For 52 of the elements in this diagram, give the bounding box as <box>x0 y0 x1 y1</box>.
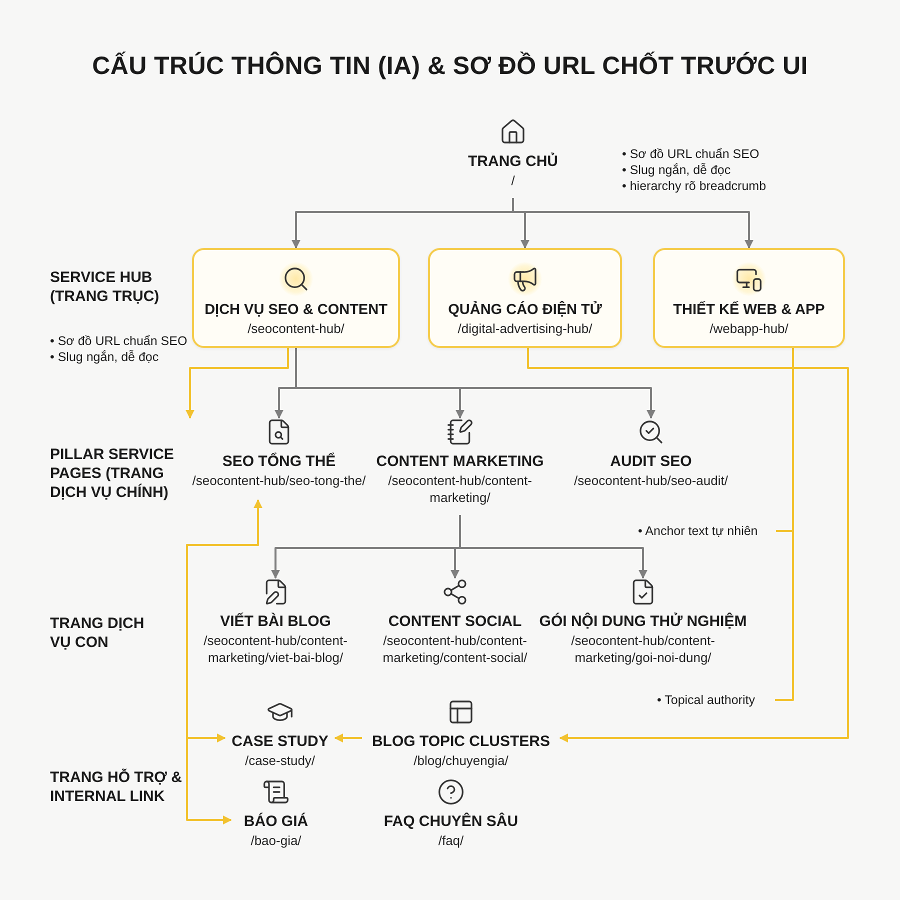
connector-arrow <box>186 500 259 742</box>
url-path: /seocontent-hub/seo-tong-the/ <box>192 472 366 489</box>
hub-card <box>653 248 845 348</box>
url-path: /seocontent-hub/content-marketing/content-social/ <box>382 632 528 666</box>
note-text: • Slug ngắn, dễ đọc <box>50 349 159 365</box>
connector-arrow <box>186 499 262 824</box>
url-path: /seocontent-hub/content-marketing/ <box>387 472 533 506</box>
diagram-title: CẤU TRÚC THÔNG TIN (IA) & SƠ ĐỒ URL CHỐT TRƯỚC UI <box>92 52 808 81</box>
url-path: / <box>511 172 515 189</box>
tier-label: SERVICE HUB (TRANG TRỤC) <box>50 268 160 306</box>
connector-arrow <box>334 734 362 742</box>
note-text: • Sơ đồ URL chuẩn SEO <box>50 333 188 349</box>
url-path: /webapp-hub/ <box>710 320 788 337</box>
note-text: • Anchor text tự nhiên <box>638 523 758 540</box>
tier-label: PILLAR SERVICE PAGES (TRANG DỊCH VỤ CHÍNH) <box>50 445 175 502</box>
url-path: /faq/ <box>438 832 464 849</box>
connector-arrow <box>459 515 648 579</box>
note-text: • hierarchy rõ breadcrumb <box>622 178 766 194</box>
page-title: BÁO GIÁ <box>244 812 308 832</box>
page-title: CASE STUDY <box>232 732 328 752</box>
page-title: GÓI NỘI DUNG THỬ NGHIỆM <box>539 612 747 632</box>
page-title: CONTENT MARKETING <box>376 452 544 472</box>
url-path: /case-study/ <box>244 752 316 769</box>
url-path: /seocontent-hub/content-marketing/viet-bai-blog/ <box>202 632 348 666</box>
note-text: • Sơ đồ URL chuẩn SEO <box>622 146 760 162</box>
connector-arrow <box>295 348 656 419</box>
note-text: • Slug ngắn, dễ đọc <box>622 162 731 178</box>
url-path: /bao-gia/ <box>250 832 302 849</box>
url-path: /seocontent-hub/content-marketing/goi-noi-dung/ <box>570 632 716 666</box>
note-text: • Topical authority <box>657 692 755 709</box>
page-title: VIẾT BÀI BLOG <box>220 612 331 632</box>
url-path: /seocontent-hub/seo-audit/ <box>574 472 728 489</box>
page-title: THIẾT KẾ WEB & APP <box>673 300 825 320</box>
url-path: /seocontent-hub/ <box>248 320 344 337</box>
connector-arrow <box>512 198 754 249</box>
page-title: SEO TỔNG THỂ <box>222 452 336 472</box>
page-title: BLOG TOPIC CLUSTERS <box>372 732 550 752</box>
url-path: /blog/chuyengia/ <box>414 752 508 769</box>
hub-card <box>192 248 400 348</box>
connector-arrow <box>527 348 849 742</box>
page-title: TRANG CHỦ <box>468 152 558 172</box>
tier-label: TRANG HỖ TRỢ & INTERNAL LINK <box>50 768 183 806</box>
connector-line <box>775 348 794 701</box>
page-title: AUDIT SEO <box>610 452 692 472</box>
url-path: /digital-advertising-hub/ <box>458 320 592 337</box>
page-title: DỊCH VỤ SEO & CONTENT <box>204 301 388 320</box>
page-title: FAQ CHUYÊN SÂU <box>384 812 518 832</box>
tier-label: TRANG DỊCH VỤ CON <box>50 614 146 652</box>
connector-arrow <box>186 348 289 419</box>
page-title: CONTENT SOCIAL <box>388 612 522 632</box>
hub-card <box>428 248 622 348</box>
page-title: QUẢNG CÁO ĐIỆN TỬ <box>448 300 602 320</box>
